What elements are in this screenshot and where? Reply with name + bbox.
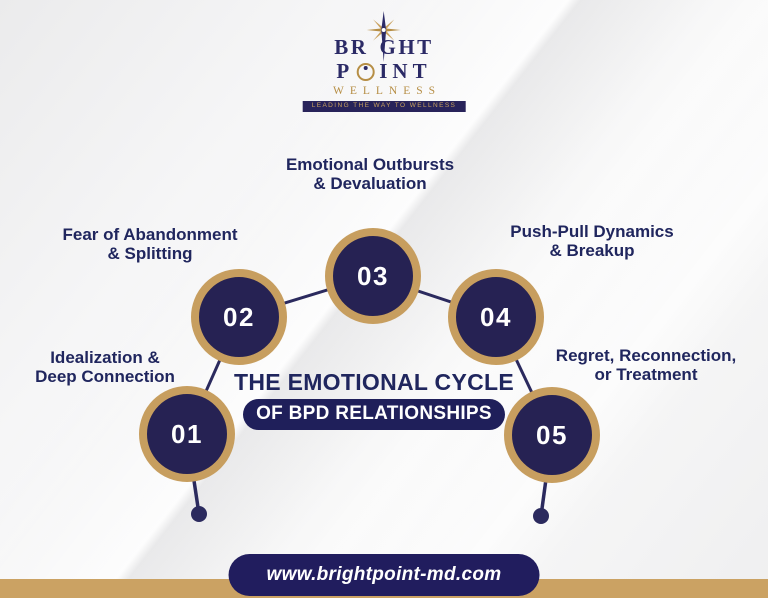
step-number: 05 <box>536 419 568 450</box>
step-number: 04 <box>480 301 512 332</box>
step-label-line2: Deep Connection <box>35 367 175 387</box>
logo-o-ring-icon <box>356 62 375 81</box>
step-label-line2: & Devaluation <box>313 174 427 194</box>
step-label-03: Emotional Outbursts & Devaluation <box>286 155 454 194</box>
step-circle-05: 05 <box>504 387 600 483</box>
logo-bright-left: BR <box>334 35 369 59</box>
step-label-05: Regret, Reconnection, or Treatment <box>556 346 736 385</box>
star-icon <box>366 11 401 62</box>
step-circle-03: 03 <box>325 228 421 324</box>
step-label-01: Idealization & Deep Connection <box>35 348 175 387</box>
step-circle-01: 01 <box>139 386 235 482</box>
website-pill[interactable]: www.brightpoint-md.com <box>228 554 540 596</box>
step-number: 02 <box>223 301 255 332</box>
logo-o-dot <box>363 65 368 70</box>
logo-point-right: INT <box>379 59 432 83</box>
cycle-end-dot-left <box>191 506 207 522</box>
infographic-title: THE EMOTIONAL CYCLE OF BPD RELATIONSHIPS <box>234 371 514 430</box>
step-circle-02: 02 <box>191 269 287 365</box>
step-number: 03 <box>357 260 389 291</box>
step-label-line2: & Splitting <box>107 244 193 264</box>
step-number: 01 <box>171 418 203 449</box>
logo-tagline-banner: LEADING THE WAY TO WELLNESS <box>302 100 466 112</box>
step-label-line1: Regret, Reconnection, <box>555 346 737 365</box>
infographic-title-line1: THE EMOTIONAL CYCLE <box>233 369 515 395</box>
logo-bright-right: GHT <box>379 35 434 59</box>
step-label-04: Push-Pull Dynamics & Breakup <box>510 222 673 261</box>
step-label-line1: Idealization & <box>50 348 160 367</box>
step-label-line1: Emotional Outbursts <box>285 155 455 174</box>
step-label-line1: Fear of Abandonment <box>62 225 238 244</box>
cycle-end-dot-right <box>533 508 549 524</box>
brand-logo: BR GHT P INT WELLNESS LEADING THE WAY TO… <box>302 10 466 112</box>
step-label-02: Fear of Abandonment & Splitting <box>62 225 237 264</box>
logo-wordmark-bright: BR GHT <box>334 37 433 58</box>
infographic-title-pill: OF BPD RELATIONSHIPS <box>243 399 505 430</box>
step-label-line1: Push-Pull Dynamics <box>510 222 674 241</box>
logo-point-left: P <box>336 59 355 83</box>
logo-wordmark-point: P INT <box>336 61 431 82</box>
step-circle-04: 04 <box>448 269 544 365</box>
website-url[interactable]: www.brightpoint-md.com <box>266 564 502 585</box>
logo-wellness-label: WELLNESS <box>332 85 442 97</box>
step-label-line2: & Breakup <box>549 241 635 261</box>
step-label-line2: or Treatment <box>594 365 698 385</box>
